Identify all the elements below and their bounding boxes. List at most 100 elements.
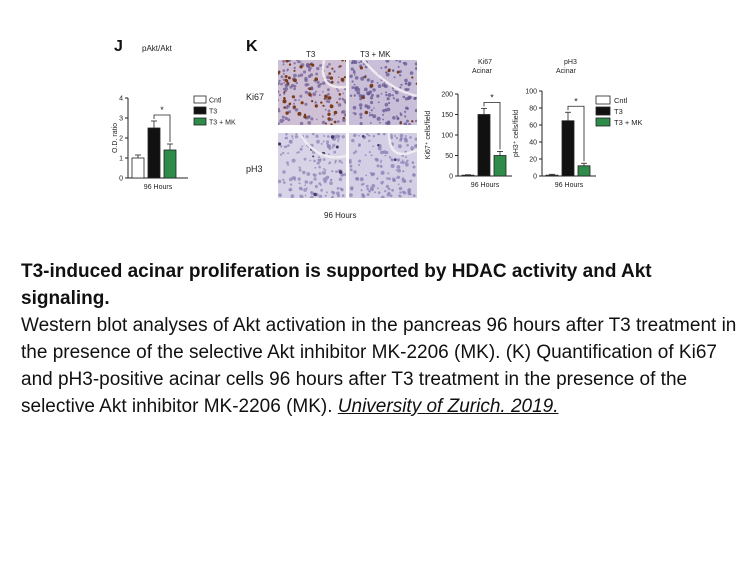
micrograph-cell bbox=[321, 170, 326, 175]
panel-j-letter: J bbox=[114, 38, 123, 55]
micrograph-cell bbox=[362, 63, 365, 66]
micrograph-cell bbox=[341, 135, 345, 139]
micrograph-cell bbox=[321, 115, 324, 118]
ki67-ytick-label: 100 bbox=[441, 133, 453, 140]
micrograph-cell bbox=[297, 177, 301, 181]
micrograph-cell bbox=[284, 116, 288, 120]
panel-j-legend-label: Cntl bbox=[209, 98, 222, 105]
micrograph-cell bbox=[327, 100, 331, 104]
micrograph-cell bbox=[327, 153, 330, 156]
micrograph-cell bbox=[326, 135, 330, 138]
micrograph-cell bbox=[384, 102, 389, 107]
micrograph-cell bbox=[353, 73, 356, 76]
micrograph-cell bbox=[360, 183, 364, 186]
panel-j-legend-label: T3 bbox=[209, 109, 217, 116]
micrograph-cell bbox=[377, 84, 382, 88]
micrograph-cell bbox=[399, 133, 404, 138]
micrograph-cell bbox=[329, 181, 333, 185]
panel-j-bar-cntl bbox=[131, 157, 145, 179]
ph3-ytick-label: 0 bbox=[533, 174, 537, 181]
micrograph-cell bbox=[280, 75, 284, 79]
micro-col-label-t3: T3 bbox=[306, 50, 316, 59]
micrograph-stained-nucleus bbox=[328, 72, 331, 75]
panel-k-legend-swatch bbox=[595, 117, 611, 127]
micrograph-cell bbox=[278, 79, 281, 83]
micrograph-stained-nucleus bbox=[411, 76, 414, 79]
micrograph-stained-nucleus bbox=[313, 192, 317, 197]
micrograph-cell bbox=[278, 109, 281, 113]
caption-source-link[interactable]: University of Zurich. 2019. bbox=[337, 396, 559, 417]
micrograph-cell bbox=[316, 66, 320, 71]
micrograph-cell bbox=[385, 72, 390, 77]
micrograph-cell bbox=[342, 92, 344, 95]
micrograph-cell bbox=[377, 187, 379, 190]
micrograph-cell bbox=[410, 146, 415, 151]
micrograph-cell bbox=[337, 140, 339, 142]
micrograph-cell bbox=[376, 164, 380, 168]
micrograph-cell bbox=[297, 74, 301, 78]
micrograph-cell bbox=[376, 178, 378, 180]
micrograph-cell bbox=[293, 87, 296, 91]
micrograph-cell bbox=[344, 101, 346, 104]
micrograph-ph3-t3-mk bbox=[349, 133, 417, 198]
micrograph-cell bbox=[377, 101, 380, 104]
micrograph-cell bbox=[335, 170, 338, 173]
micrograph-cell bbox=[316, 139, 320, 144]
micrograph-cell bbox=[320, 142, 323, 145]
micrograph-stained-nucleus bbox=[314, 104, 318, 108]
micrograph-cell bbox=[392, 97, 395, 100]
micrograph-cell bbox=[319, 64, 322, 67]
micrograph-stained-nucleus bbox=[325, 122, 327, 125]
micrograph-cell bbox=[358, 164, 361, 166]
micrograph-cell bbox=[316, 80, 320, 84]
micrograph-cell bbox=[405, 82, 407, 85]
micrograph-cell bbox=[304, 83, 308, 87]
micrograph-cell bbox=[343, 113, 346, 117]
micrograph-cell bbox=[320, 188, 323, 192]
micrograph-stained-nucleus bbox=[333, 110, 338, 115]
micrograph-cell bbox=[368, 90, 373, 94]
micrograph-stained-nucleus bbox=[297, 111, 302, 116]
micrograph-cell bbox=[358, 144, 361, 147]
micrograph-cell bbox=[314, 80, 317, 83]
micrograph-cell bbox=[396, 165, 401, 169]
micrograph-cell bbox=[326, 65, 329, 68]
micrograph-cell bbox=[326, 142, 329, 145]
micrograph-cell bbox=[396, 117, 400, 121]
micrograph-cell bbox=[412, 194, 416, 197]
micrograph-stained-nucleus bbox=[278, 142, 282, 146]
micrograph-cell bbox=[293, 66, 296, 70]
micrograph-cell bbox=[296, 60, 299, 62]
micrograph-stained-nucleus bbox=[323, 97, 326, 100]
micrograph-cell bbox=[282, 178, 285, 181]
ki67-chart-subtitle: Acinar bbox=[472, 68, 492, 75]
ki67-bar-t3-mk bbox=[493, 155, 507, 177]
micrograph-cell bbox=[373, 107, 375, 109]
micrograph-cell bbox=[313, 177, 317, 181]
micrograph-cell bbox=[397, 144, 402, 149]
micrograph-cell bbox=[303, 157, 307, 161]
micrograph-cell bbox=[363, 137, 365, 140]
micrograph-cell bbox=[349, 160, 352, 164]
micrograph-cell bbox=[369, 112, 371, 114]
micrograph-stained-nucleus bbox=[320, 101, 323, 104]
micrograph-cell bbox=[319, 82, 323, 86]
panel-j-sig-bracket bbox=[153, 114, 171, 142]
micrograph-cell bbox=[358, 103, 363, 107]
ki67-ytick-label: 200 bbox=[441, 92, 453, 99]
micrograph-cell bbox=[300, 188, 303, 191]
micrograph-cell bbox=[403, 137, 408, 141]
micrograph-stained-nucleus bbox=[336, 101, 339, 104]
micrograph-stained-nucleus bbox=[361, 96, 365, 100]
micrograph-cell bbox=[406, 119, 409, 123]
micrograph-cell bbox=[381, 83, 386, 87]
micrograph-cell bbox=[311, 133, 315, 136]
micrograph-cell bbox=[324, 169, 327, 172]
micrograph-cell bbox=[317, 156, 321, 159]
micrograph-cell bbox=[304, 102, 308, 106]
micrograph-cell bbox=[359, 177, 364, 182]
micrograph-cell bbox=[343, 173, 346, 177]
micrograph-cell bbox=[397, 168, 401, 173]
micrograph-cell bbox=[354, 76, 359, 80]
micrograph-cell bbox=[333, 113, 336, 116]
